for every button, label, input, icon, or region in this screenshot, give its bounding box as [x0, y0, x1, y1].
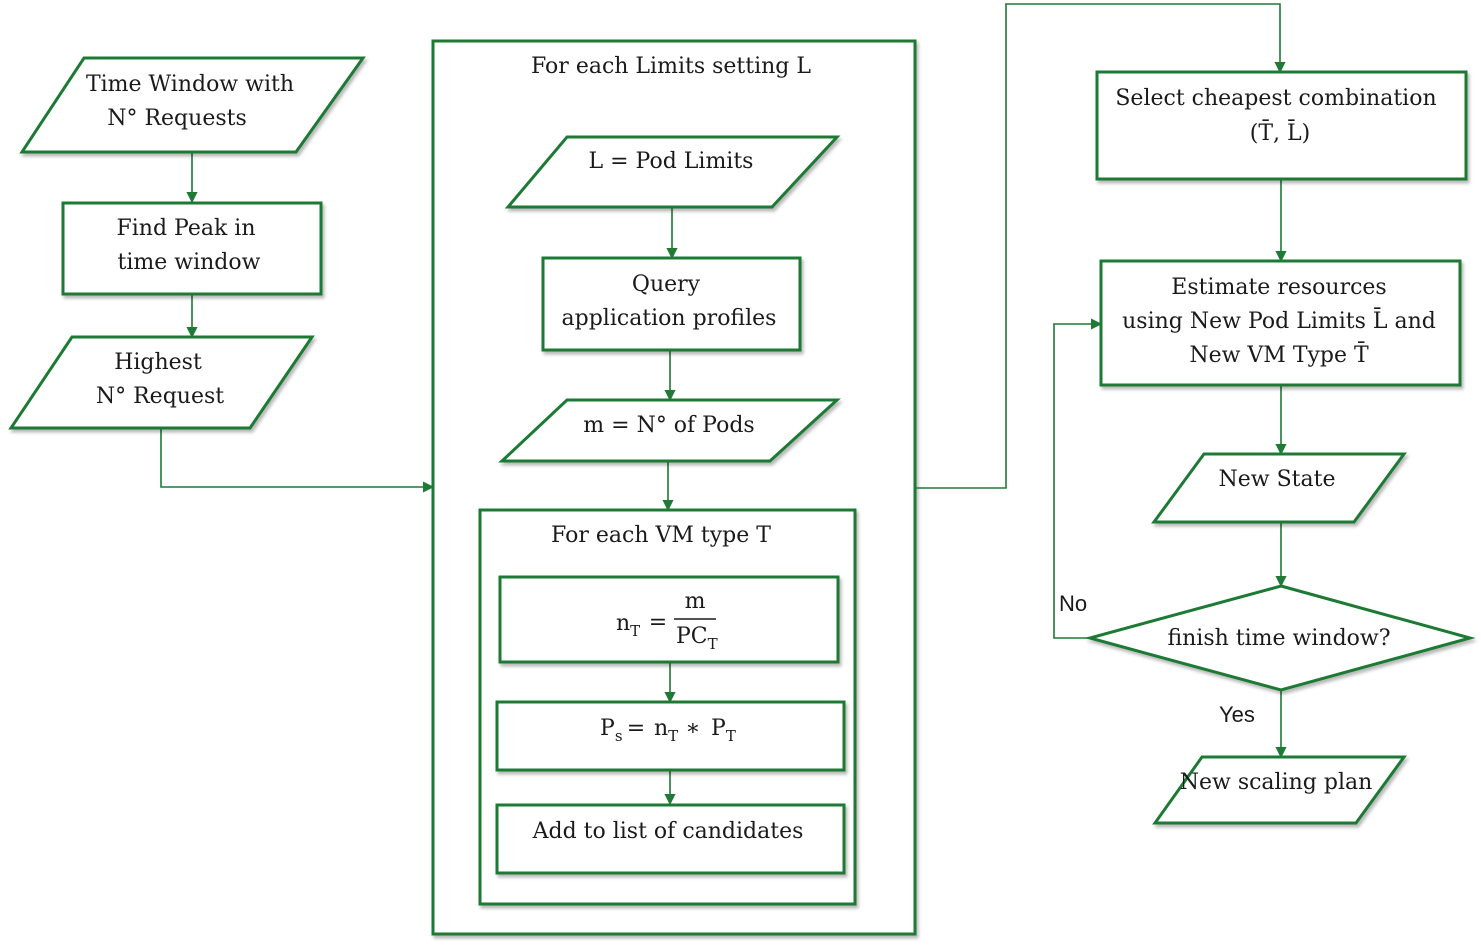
p-formula-operator: ∗	[686, 716, 701, 741]
edge-decision-no	[1053, 318, 1103, 639]
add-candidates-text: Add to list of candidates	[532, 819, 804, 844]
estimate-text-3: New VM Type T̄	[1189, 341, 1369, 368]
p-formula-pt: PT	[711, 716, 736, 745]
edge-loop-select	[915, 3, 1286, 489]
highest-text-1: Highest	[114, 350, 202, 375]
time-window-node: Time Window with N° Requests	[19, 56, 366, 154]
edge-highest-loop	[160, 428, 435, 493]
loop-limits-label: For each Limits setting L	[531, 54, 811, 79]
scaling-plan-node: New scaling plan	[1152, 755, 1407, 825]
time-window-text-1: Time Window with	[86, 72, 294, 97]
query-profiles-node: Query application profiles	[541, 256, 802, 352]
num-pods-node: m = N° of Pods	[498, 398, 841, 463]
p-formula-node: Ps = nT ∗ PT	[495, 700, 846, 772]
scaling-plan-text: New scaling plan	[1180, 770, 1373, 795]
pod-limits-node: L = Pod Limits	[504, 135, 841, 209]
estimate-text-1: Estimate resources	[1171, 275, 1386, 300]
time-window-text-2: N° Requests	[107, 106, 247, 131]
n-formula-denominator: PCT	[676, 624, 718, 653]
decision-text: finish time window?	[1167, 626, 1390, 651]
num-pods-text: m = N° of Pods	[583, 413, 754, 438]
add-candidates-node: Add to list of candidates	[495, 803, 846, 875]
p-formula-n: nT	[654, 716, 678, 745]
new-state-text: New State	[1219, 467, 1336, 492]
select-cheapest-text-2: (T̄, L̄)	[1250, 119, 1310, 146]
decision-node: finish time window?	[1084, 584, 1476, 692]
find-peak-text-1: Find Peak in	[116, 216, 255, 241]
n-formula-equals: =	[649, 610, 667, 635]
find-peak-text-2: time window	[118, 250, 261, 275]
select-cheapest-text-1: Select cheapest combination	[1115, 86, 1436, 111]
n-formula-node: nT = m PCT	[498, 575, 840, 664]
p-formula-equals: =	[627, 716, 645, 741]
p-formula-lhs: Ps	[600, 716, 623, 745]
n-formula-numerator: m	[685, 589, 706, 614]
pod-limits-text: L = Pod Limits	[589, 149, 754, 174]
connectors	[160, 3, 1287, 806]
new-state-node: New State	[1151, 452, 1407, 524]
estimate-text-2: using New Pod Limits L̄ and	[1122, 307, 1436, 334]
highest-text-2: N° Request	[96, 384, 224, 409]
edge-label-no: No	[1059, 591, 1087, 616]
estimate-resources-node: Estimate resources using New Pod Limits …	[1099, 259, 1462, 387]
select-cheapest-node: Select cheapest combination (T̄, L̄)	[1095, 70, 1468, 181]
edge-label-yes: Yes	[1219, 702, 1255, 727]
query-text-1: Query	[632, 272, 701, 297]
find-peak-node: Find Peak in time window	[61, 201, 323, 296]
highest-request-node: Highest N° Request	[8, 335, 315, 430]
loop-vm-label: For each VM type T	[551, 523, 771, 548]
query-text-2: application profiles	[562, 306, 777, 331]
n-formula-lhs: nT	[616, 611, 640, 640]
